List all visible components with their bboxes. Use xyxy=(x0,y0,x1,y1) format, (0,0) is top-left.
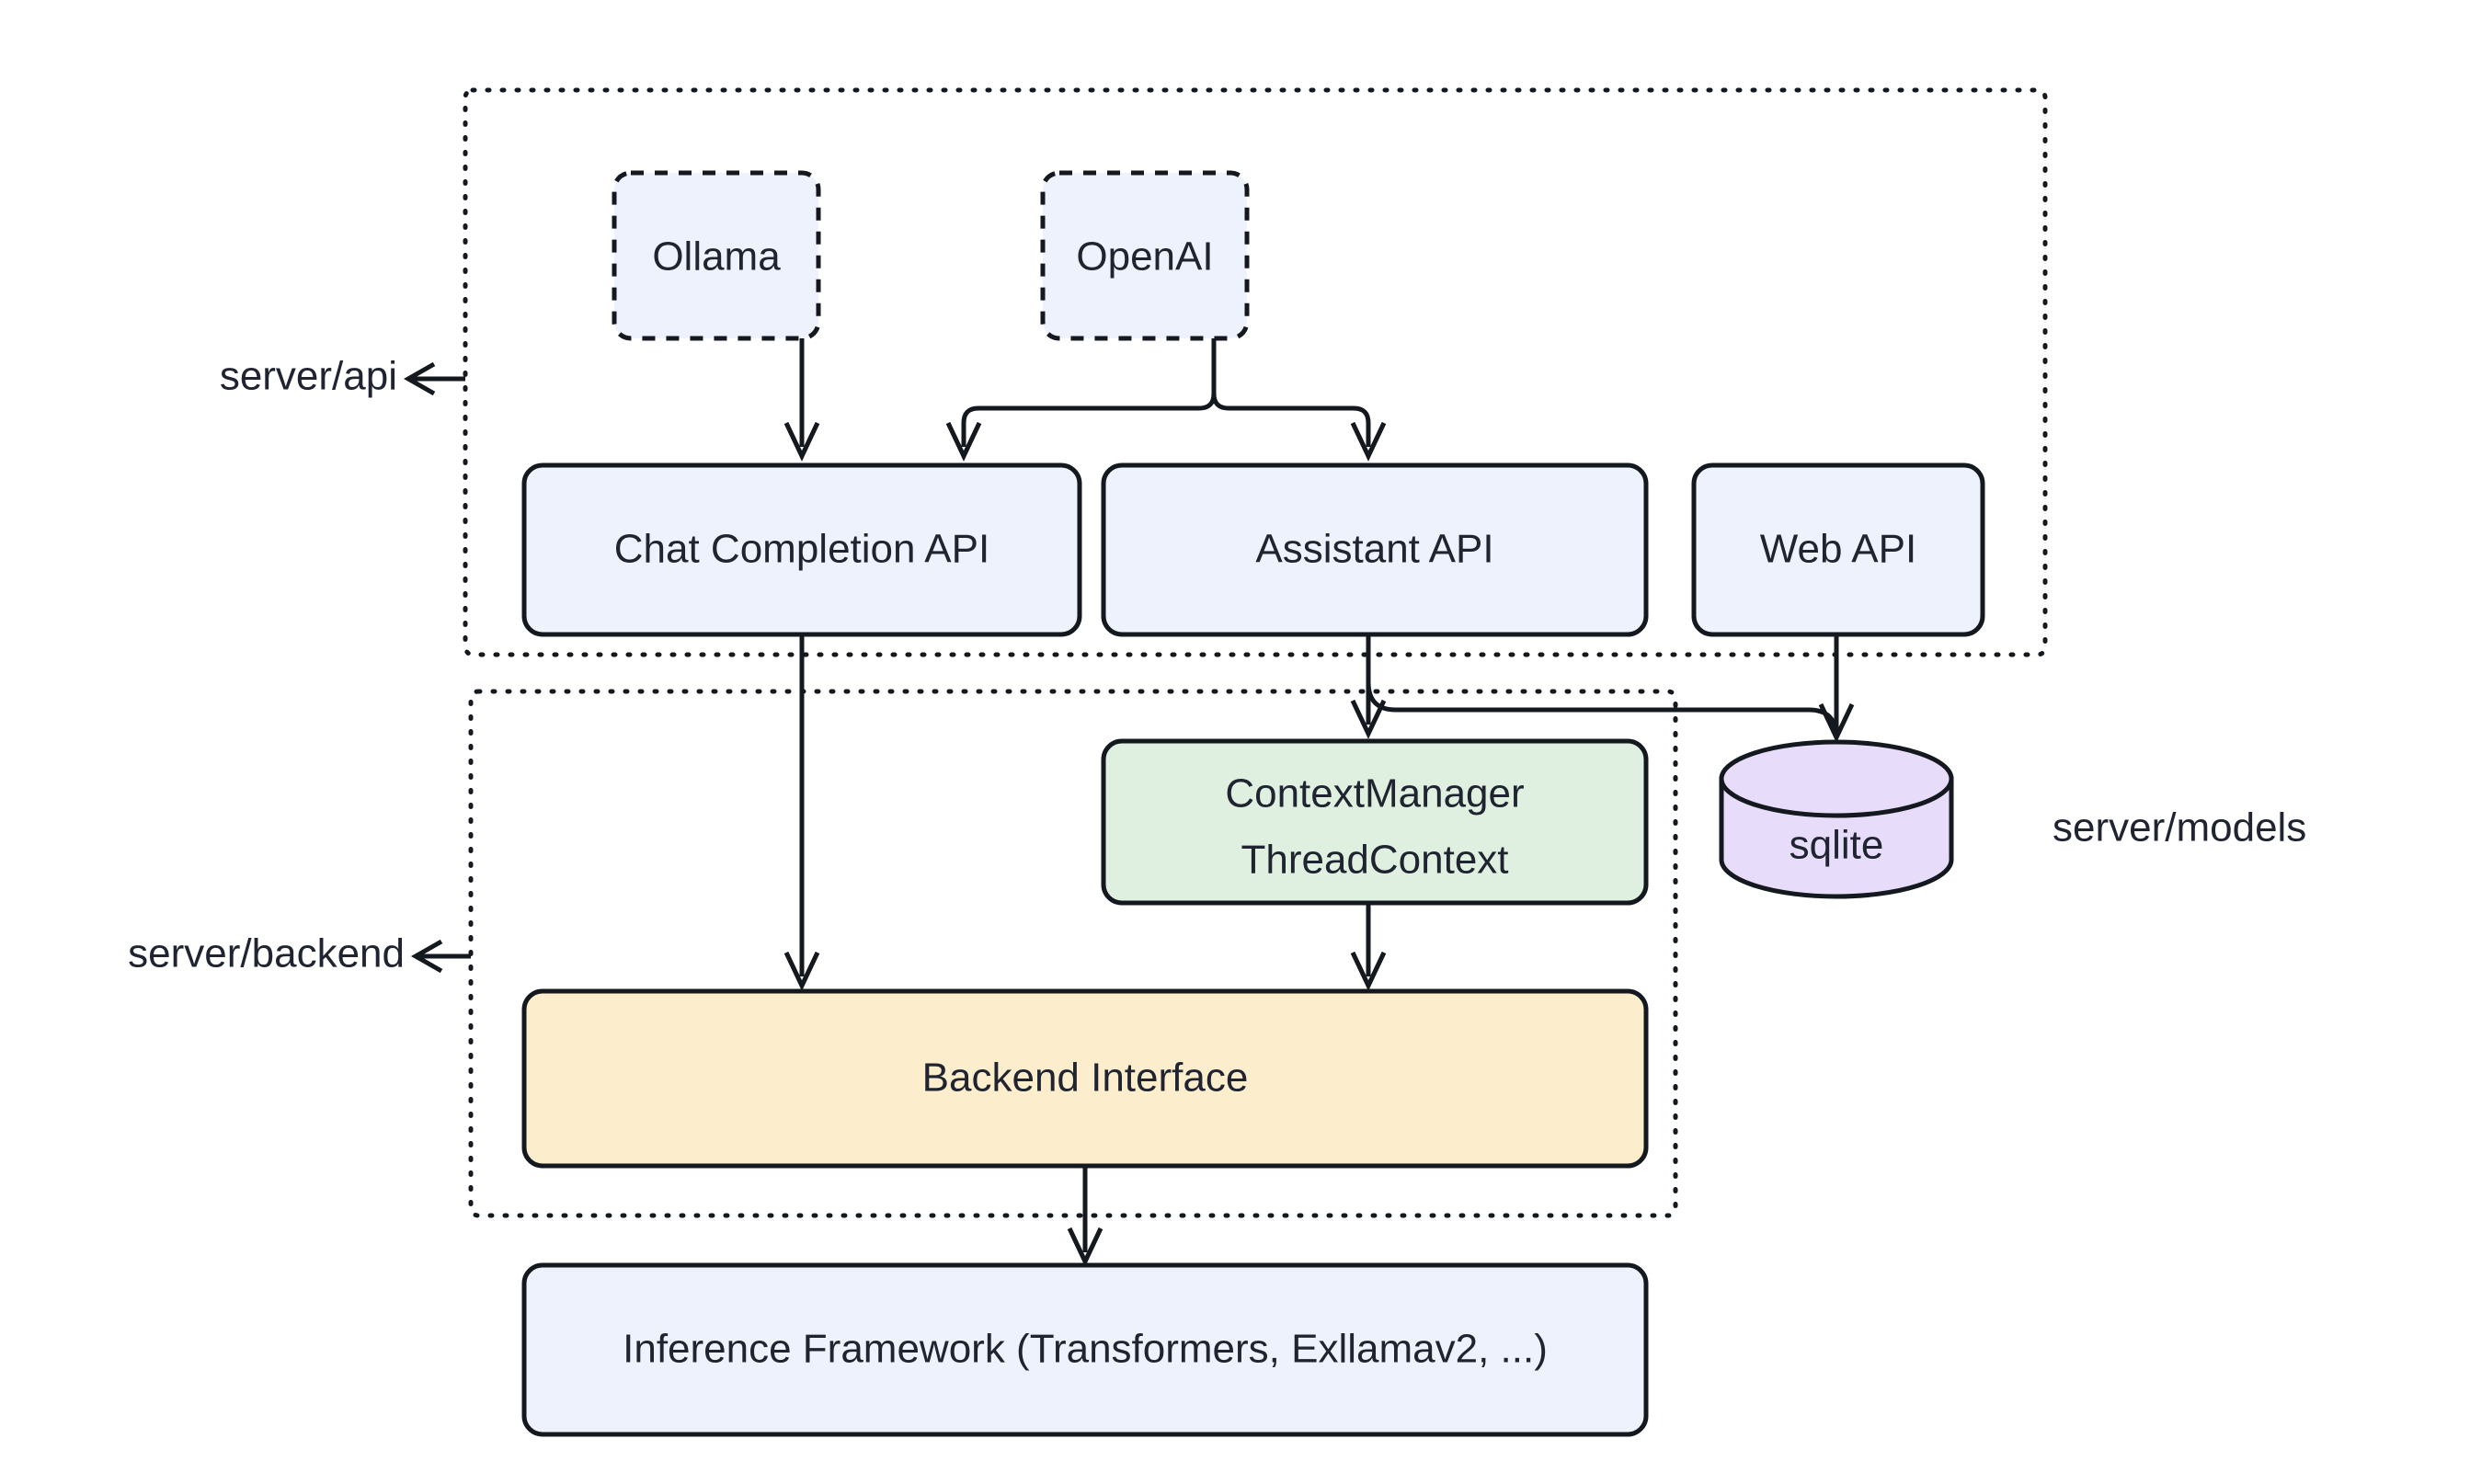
edge-arrowhead xyxy=(945,421,982,462)
web-api-box[interactable] xyxy=(1691,462,1985,637)
node-context-manager[interactable]: ContextManager ThreadContext xyxy=(1101,738,1649,906)
edge-arrowhead xyxy=(1818,702,1855,743)
node-chat-completion-api[interactable]: Chat Completion API xyxy=(521,462,1082,637)
web-api-label: Web API xyxy=(1760,527,1916,572)
edge-ollama-to-chat-completion-api xyxy=(783,338,820,462)
node-inference-framework[interactable]: Inference Framework (Transformers, Exlla… xyxy=(521,1262,1649,1437)
server-backend-container xyxy=(468,689,1678,1218)
sqlite-cylinder-top[interactable] xyxy=(1719,739,1954,818)
context-manager-box[interactable] xyxy=(1101,738,1649,906)
backend-interface-box[interactable] xyxy=(521,988,1649,1169)
server-models-label: server/models xyxy=(2053,805,2306,850)
context-manager-label-line1: ContextManager xyxy=(1225,771,1524,816)
inference-framework-box[interactable] xyxy=(521,1262,1649,1437)
group-server-models: server/models xyxy=(2053,805,2306,850)
node-assistant-api[interactable]: Assistant API xyxy=(1101,462,1649,637)
node-openai[interactable]: OpenAI xyxy=(1040,170,1250,341)
edge-line xyxy=(961,338,1217,447)
edge-assistant-api-to-sqlite xyxy=(1366,681,1839,740)
edge-backend-interface-to-inference-framework xyxy=(1067,1166,1103,1267)
edge-line xyxy=(1366,681,1839,740)
edge-assistant-api-to-context-manager xyxy=(1350,634,1387,739)
sqlite-label: sqlite xyxy=(1790,823,1884,868)
edge-context-manager-to-backend-interface xyxy=(1350,903,1387,991)
ollama-label: Ollama xyxy=(652,234,781,280)
assistant-api-box[interactable] xyxy=(1101,462,1649,637)
group-server-api: server/api xyxy=(220,87,2048,657)
edge-arrowhead xyxy=(783,421,820,462)
context-manager-label-line2: ThreadContext xyxy=(1241,838,1508,883)
openai-label: OpenAI xyxy=(1076,234,1213,280)
edge-openai-to-chat-completion-api xyxy=(945,338,1217,462)
server-api-label: server/api xyxy=(220,354,397,399)
server-backend-pointer-arrowhead xyxy=(410,939,443,974)
server-api-container xyxy=(463,87,2048,657)
edge-arrowhead xyxy=(1350,699,1387,739)
node-ollama[interactable]: Ollama xyxy=(612,170,821,341)
openai-box[interactable] xyxy=(1040,170,1250,341)
inference-framework-label: Inference Framework (Transformers, Exlla… xyxy=(623,1327,1548,1372)
edge-arrowhead xyxy=(783,951,820,991)
edge-chat-completion-api-to-backend-interface xyxy=(783,634,820,991)
edge-arrowhead xyxy=(1067,1227,1103,1267)
edge-arrowhead xyxy=(1350,421,1387,462)
group-server-backend: server/backend xyxy=(128,689,1678,1218)
node-sqlite[interactable]: sqlite xyxy=(1719,739,1954,899)
edge-line xyxy=(1211,393,1371,447)
assistant-api-label: Assistant API xyxy=(1255,527,1493,572)
server-backend-label: server/backend xyxy=(128,931,405,976)
node-backend-interface[interactable]: Backend Interface xyxy=(521,988,1649,1169)
ollama-box[interactable] xyxy=(612,170,821,341)
chat-completion-api-label: Chat Completion API xyxy=(614,527,989,572)
edge-web-api-to-sqlite xyxy=(1818,634,1855,743)
chat-completion-api-box[interactable] xyxy=(521,462,1082,637)
edge-openai-to-assistant-api xyxy=(1211,393,1387,462)
backend-interface-label: Backend Interface xyxy=(922,1056,1249,1101)
edge-arrowhead xyxy=(1350,951,1387,991)
node-web-api[interactable]: Web API xyxy=(1691,462,1985,637)
server-api-pointer-arrowhead xyxy=(403,361,436,396)
